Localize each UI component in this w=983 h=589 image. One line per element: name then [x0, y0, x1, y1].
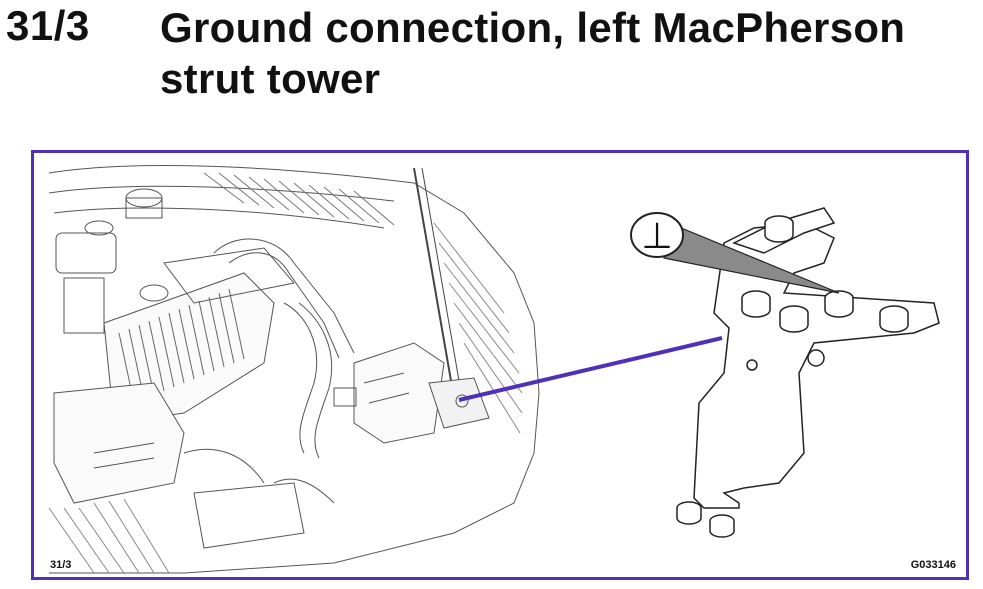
engine-bay-drawing [48, 165, 540, 574]
page-title: Ground connection, left MacPherson strut… [160, 4, 906, 102]
leader-line [458, 336, 723, 402]
image-code: G033146 [910, 559, 956, 571]
figure-frame: ⊥ 31/3 G033146 [31, 150, 969, 580]
illustration: ⊥ [48, 165, 940, 574]
strut-bracket-drawing [676, 207, 940, 538]
ground-symbol-callout: ⊥ [630, 212, 840, 294]
figure-reference: 31/3 [50, 559, 72, 571]
section-number: 31/3 [6, 2, 90, 49]
ground-symbol-label: ⊥ [641, 215, 672, 256]
